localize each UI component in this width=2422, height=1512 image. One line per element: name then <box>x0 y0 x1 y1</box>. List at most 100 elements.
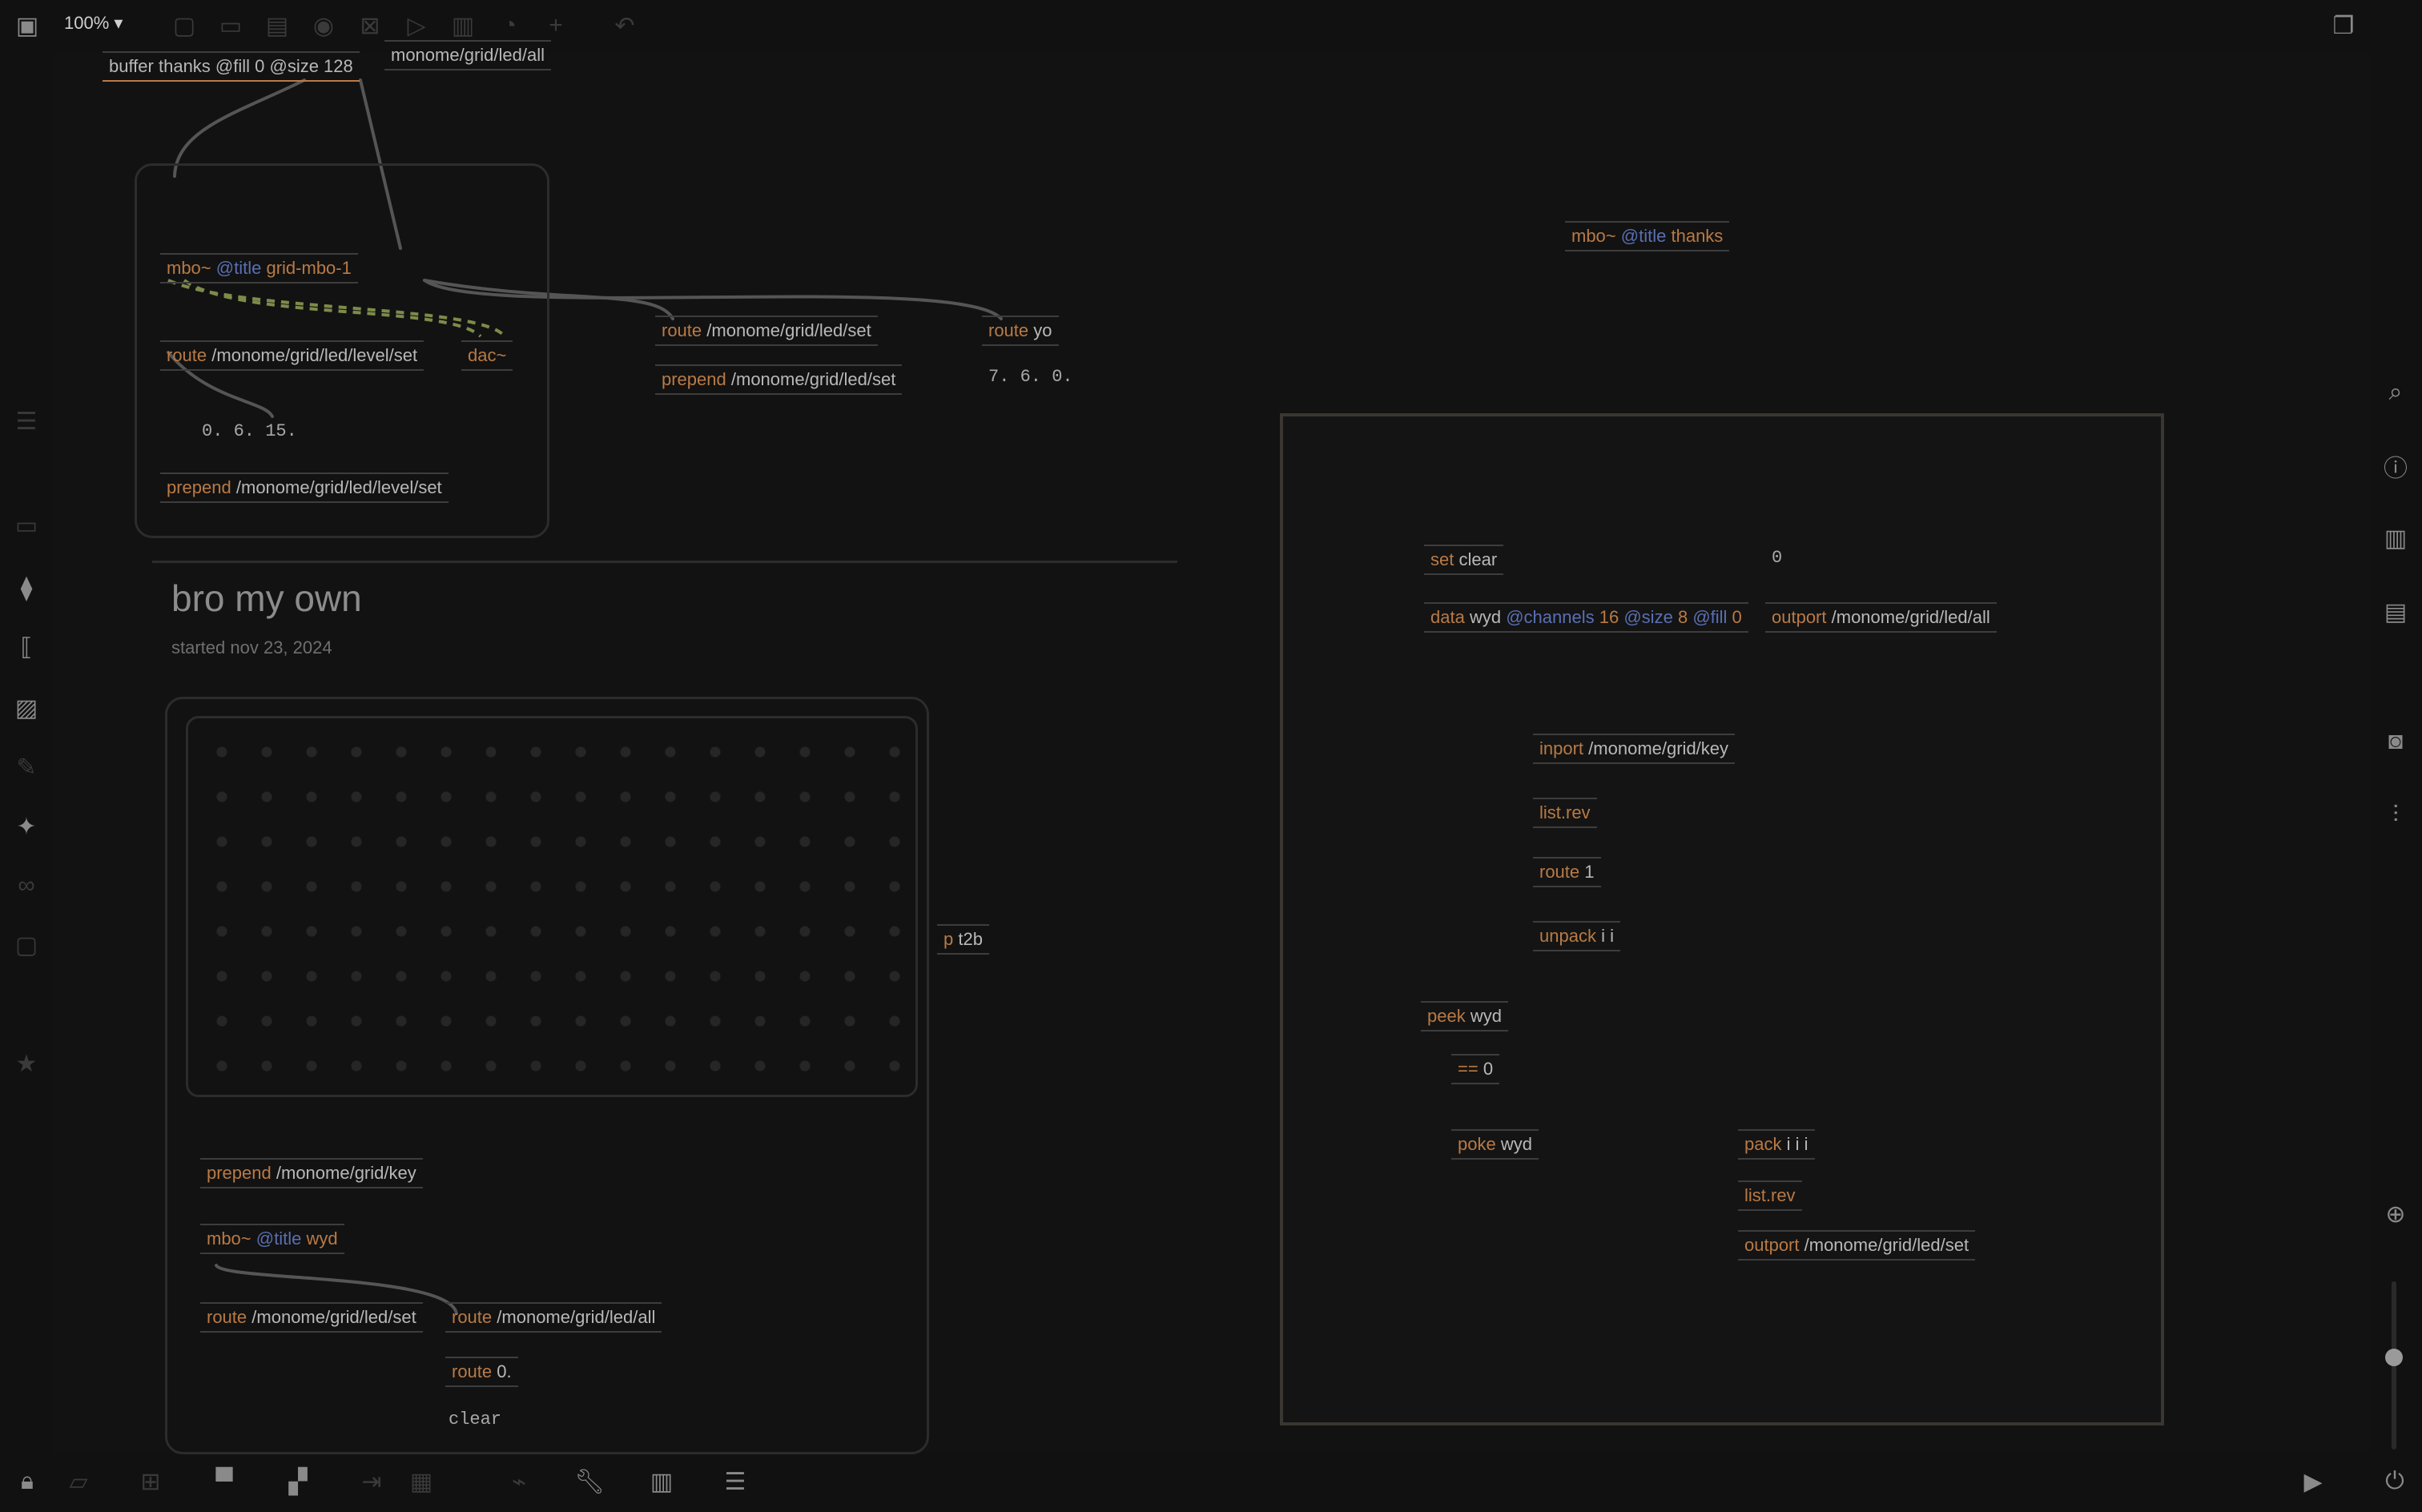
star-icon[interactable]: ★ <box>15 1050 38 1077</box>
plugin-icon[interactable]: ⧫ <box>20 574 33 601</box>
object-name: poke <box>1458 1134 1496 1154</box>
comment-icon[interactable]: ▀ <box>215 1468 233 1494</box>
object-args: /monome/grid/led/level/set <box>235 477 442 497</box>
presentation-icon[interactable]: ▱ <box>69 1468 88 1495</box>
message-icon[interactable]: ▭ <box>219 12 243 39</box>
object-name: prepend <box>167 477 231 497</box>
object-value: 0 <box>1732 607 1742 627</box>
clear-message[interactable]: clear <box>449 1409 502 1430</box>
list-icon[interactable]: ☰ <box>15 408 38 435</box>
menu-list-icon[interactable]: ☰ <box>724 1468 746 1495</box>
zoom-value: 100% <box>64 13 110 33</box>
data-wyd-object[interactable]: data wyd @channels 16 @size 8 @fill 0 <box>1424 602 1748 633</box>
object-value: 8 <box>1677 607 1688 627</box>
book-icon[interactable]: ▥ <box>2384 525 2408 552</box>
mbo-thanks-object[interactable]: mbo~ @title thanks <box>1565 221 1730 251</box>
object-attr: @size <box>1623 607 1673 627</box>
route-one-object[interactable]: route 1 <box>1533 857 1601 887</box>
inport-key-object[interactable]: inport /monome/grid/key <box>1533 734 1736 764</box>
new-object-icon[interactable]: ▢ <box>172 12 196 39</box>
object-args: yo <box>1033 320 1052 340</box>
number-icon[interactable]: ▷ <box>407 12 426 39</box>
table-icon[interactable]: ▦ <box>409 1468 433 1495</box>
prepend-key-object[interactable]: prepend /monome/grid/key <box>200 1158 423 1188</box>
add-icon[interactable]: ⊕ <box>2385 1200 2406 1228</box>
sidebar-toggle-icon[interactable]: ▣ <box>15 12 39 39</box>
wrench-icon[interactable]: 🔧︎ <box>573 1468 606 1495</box>
toggle-icon[interactable]: ⊠ <box>360 12 380 39</box>
patch-cord[interactable] <box>173 78 306 178</box>
info-icon[interactable]: ⓘ <box>2384 456 2408 482</box>
dac-object[interactable]: dac~ <box>461 340 513 371</box>
mbo-grid-object[interactable]: mbo~ @title grid-mbo-1 <box>160 253 358 284</box>
number-box[interactable]: 0 <box>1772 548 1783 568</box>
outport-set-object[interactable]: outport /monome/grid/led/set <box>1738 1230 1976 1261</box>
mixer-icon[interactable]: ⫶ <box>2392 802 2399 828</box>
left-sidebar: ☰ ▭ ⧫ ⟦ ▨ ✎ ✦ ∞ ▢ ★ <box>0 53 53 1453</box>
inspector-icon[interactable]: ▤ <box>2384 598 2408 625</box>
camera-icon[interactable]: ◙ <box>2388 728 2404 754</box>
route-zero-object[interactable]: route 0. <box>445 1357 518 1387</box>
search-icon[interactable]: ⌕ <box>2388 379 2403 405</box>
message-box[interactable]: 0. 6. 15. <box>202 421 297 441</box>
comment-box-icon[interactable]: ▤ <box>265 12 289 39</box>
mbo-wyd-object[interactable]: mbo~ @title wyd <box>200 1224 344 1254</box>
subpatch-frame <box>135 163 549 538</box>
unpack-object[interactable]: unpack i i <box>1533 921 1620 951</box>
patch-cord[interactable] <box>423 279 1003 320</box>
mixer-bars-icon[interactable]: ▥ <box>650 1468 674 1495</box>
set-clear-message[interactable]: set clear <box>1424 545 1504 575</box>
bracket-icon[interactable]: ⟦ <box>20 633 33 661</box>
pack-object[interactable]: pack i i i <box>1738 1129 1815 1160</box>
deploy-icon[interactable]: ⇥ <box>361 1468 382 1495</box>
prepend-level-object[interactable]: prepend /monome/grid/led/level/set <box>160 472 449 503</box>
object-attr: @channels <box>1506 607 1595 627</box>
route-yo-object[interactable]: route yo <box>982 316 1059 346</box>
section-subtitle: started nov 23, 2024 <box>171 637 332 657</box>
poke-wyd-object[interactable]: poke wyd <box>1451 1129 1539 1160</box>
route-led-all-object[interactable]: route /monome/grid/led/all <box>445 1302 662 1333</box>
puzzle-icon[interactable]: ✦ <box>16 813 37 840</box>
p-t2b-object[interactable]: p t2b <box>937 924 989 955</box>
section-title: bro my own <box>171 577 362 619</box>
dial-icon[interactable]: ◔ <box>501 12 517 38</box>
grid-icon[interactable]: ⊞ <box>140 1468 161 1495</box>
object-value: 16 <box>1599 607 1619 627</box>
play-icon[interactable]: ▶ <box>2303 1468 2323 1495</box>
patch-cord[interactable] <box>167 351 274 418</box>
object-args: wyd <box>306 1228 338 1249</box>
list-rev-object[interactable]: list.rev <box>1533 798 1597 828</box>
route-set-object[interactable]: route /monome/grid/led/set <box>655 316 878 346</box>
loop-icon[interactable]: ∞ <box>18 872 35 899</box>
chat-icon[interactable]: ▞ <box>288 1468 308 1495</box>
list-rev-object[interactable]: list.rev <box>1738 1180 1802 1211</box>
embedded-patch-panel <box>1280 413 2164 1426</box>
slider-icon[interactable]: ▥ <box>451 12 475 39</box>
clip-icon[interactable]: ✎ <box>16 754 37 781</box>
zoom-selector[interactable]: 100% ▾ <box>64 13 123 34</box>
object-attr: @fill <box>1692 607 1728 627</box>
box-icon[interactable]: ▢ <box>14 931 38 959</box>
undo-icon[interactable]: ↶ <box>614 12 635 39</box>
power-icon[interactable]: ⏻ <box>2385 1468 2404 1494</box>
debug-icon[interactable]: ⌁ <box>511 1468 527 1495</box>
prepend-set-object[interactable]: prepend /monome/grid/led/set <box>655 364 903 395</box>
windows-icon[interactable]: ❐ <box>2332 12 2355 39</box>
equals-zero-object[interactable]: == 0 <box>1451 1054 1500 1084</box>
peek-wyd-object[interactable]: peek wyd <box>1421 1001 1508 1031</box>
image-icon[interactable]: ▨ <box>14 694 38 722</box>
outport-all-object[interactable]: outport /monome/grid/led/all <box>1765 602 1997 633</box>
route-level-object[interactable]: route /monome/grid/led/level/set <box>160 340 424 371</box>
frame-icon[interactable]: ▭ <box>14 512 38 539</box>
plus-icon[interactable]: + <box>549 12 563 38</box>
patch-cord[interactable] <box>215 1264 458 1315</box>
message-box[interactable]: 7. 6. 0. <box>988 367 1073 387</box>
object-name: list.rev <box>1744 1185 1796 1205</box>
route-led-set-object[interactable]: route /monome/grid/led/set <box>200 1302 423 1333</box>
volume-slider-handle[interactable] <box>2385 1348 2403 1366</box>
grid-led-matrix[interactable] <box>186 716 918 1097</box>
button-icon[interactable]: ◉ <box>312 12 335 39</box>
patch-cord[interactable] <box>423 279 674 320</box>
lock-icon[interactable]: 🔒︎ <box>21 1468 34 1494</box>
buffer-object[interactable]: buffer thanks @fill 0 @size 128 <box>103 51 360 82</box>
